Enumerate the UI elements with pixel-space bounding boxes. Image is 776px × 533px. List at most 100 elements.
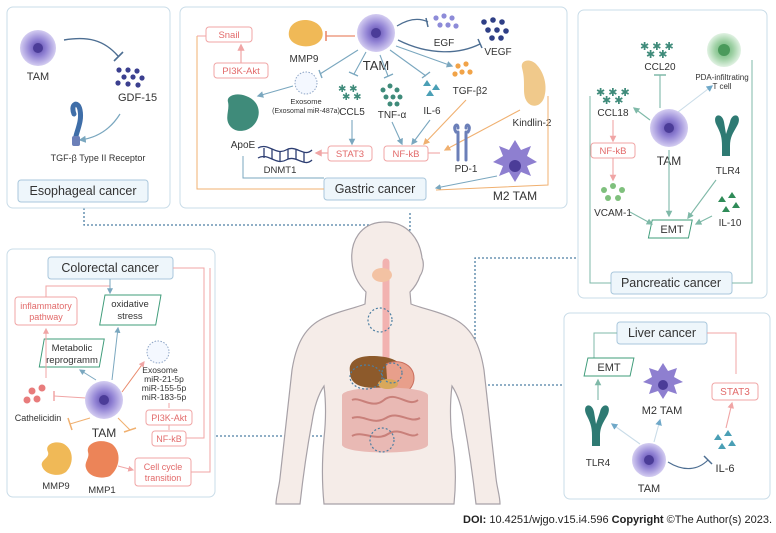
panel-colorectal: Colorectal cancer inflammatory pathway o…: [6, 248, 216, 498]
ccl5-label: CCL5: [339, 107, 365, 118]
tlr4-icon: [715, 115, 739, 156]
gdf15-icon: [115, 67, 145, 88]
inhibit-arrow: [63, 37, 119, 57]
il6-icon: [423, 80, 440, 96]
vegf-label: VEGF: [484, 47, 511, 58]
liver-stat3-box: [711, 382, 759, 401]
pancreatic-tlr4-label: TLR4: [716, 166, 741, 177]
esophageal-title: Esophageal cancer: [29, 184, 136, 198]
svg-text:✱ ✱: ✱ ✱: [342, 92, 362, 103]
gastric-exosome-label: Exosome: [290, 97, 321, 106]
mmp9-icon: [288, 19, 323, 47]
copyright-label: Copyright: [611, 514, 664, 526]
exosome-icon: [294, 71, 318, 95]
vegf-icon: [481, 17, 509, 41]
egf-label: EGF: [434, 38, 455, 49]
esophagus-marker: [367, 307, 393, 333]
colon-marker: [369, 427, 395, 453]
mir1-label: miR-21-5p: [144, 374, 184, 384]
ccl5-icon: ✱ ✱ ✱ ✱: [338, 84, 362, 103]
colorectal-nfkb-label: NF-kB: [156, 434, 182, 444]
ccl20-icon: ✱ ✱ ✱ ✱ ✱: [640, 41, 674, 61]
colorectal-mmp9-label: MMP9: [42, 481, 69, 492]
panel-liver: Liver cancer EMT M2 TAM STAT3 TLR4 TAM I…: [563, 312, 771, 500]
copyright-value: ©The Author(s) 2023.: [666, 514, 772, 526]
tgfb2-label: TGF-β2: [453, 86, 488, 97]
liver-emt-label: EMT: [597, 362, 621, 374]
pancreatic-nfkb-label: NF-kB: [600, 146, 627, 157]
liver-tam-label: TAM: [638, 483, 660, 495]
panel-esophageal: TAM GDF-15 TGF-β Type II Receptor Esopha…: [6, 6, 171, 209]
gastric-exosome-sub: (Exosomal miR-487a): [272, 108, 340, 115]
tgfb2-icon: [452, 61, 473, 77]
pancreatic-title: Pancreatic cancer: [621, 276, 721, 290]
colorectal-title: Colorectal cancer: [61, 261, 158, 275]
receptor-label: TGF-β Type II Receptor: [51, 153, 146, 163]
pancreas-organ: [378, 379, 398, 389]
tnf-icon: [380, 83, 403, 107]
cycle2-label: transition: [145, 473, 182, 483]
dnmt1-icon: [257, 145, 313, 164]
liver-emt-box: [583, 357, 635, 377]
pancreatic-emt-box: [647, 219, 693, 239]
ccl18-icon: ✱ ✱ ✱ ✱ ✱: [596, 87, 630, 107]
pi3k-label: PI3K-Akt: [222, 66, 260, 77]
pda2-label: T cell: [713, 82, 732, 91]
gastric-stat3-label: STAT3: [336, 149, 364, 160]
colorectal-nfkb-box: [151, 430, 187, 447]
pda-label: PDA-infiltrating: [695, 73, 748, 82]
kindlin-icon: [521, 60, 546, 106]
mmp1-label: MMP1: [88, 485, 115, 496]
metab2-label: reprogramm: [46, 355, 98, 366]
liver-tlr4-label: TLR4: [586, 458, 611, 469]
gastric-mmp9-label: MMP9: [290, 54, 319, 65]
esoph-tam-label: TAM: [27, 71, 49, 83]
colorectal-exosome-label: Exosome: [142, 365, 178, 375]
ccl20-label: CCL20: [644, 62, 676, 73]
gastric-tam-label: TAM: [363, 58, 389, 73]
esophageal-title-box: [17, 179, 149, 203]
il10-icon: [718, 192, 740, 212]
mir2-label: miR-155-5p: [142, 383, 187, 393]
throat-organ: [372, 268, 392, 282]
vcam-label: VCAM-1: [594, 208, 632, 219]
gastric-m2tam-label: M2 TAM: [493, 189, 537, 203]
svg-text:✱ ✱: ✱ ✱: [338, 84, 358, 95]
kindlin-label: Kindlin-2: [513, 118, 552, 129]
receptor-icon: [70, 101, 83, 146]
panel-gastric: TAM Snail PI3K-Akt MMP9 Exosome (Exosoma…: [179, 6, 568, 209]
colorectal-mmp9-icon: [41, 442, 72, 475]
metabolic-box: [38, 338, 105, 368]
il10-label: IL-10: [719, 218, 742, 229]
apoe-icon: [227, 94, 259, 131]
snail-label: Snail: [218, 30, 239, 41]
intestine-organ: [342, 387, 428, 453]
doi-value[interactable]: 10.4251/wjgo.v15.i4.596: [489, 514, 609, 526]
doi-footer: DOI: 10.4251/wjgo.v15.i4.596 Copyright ©…: [420, 514, 772, 526]
tnf-label: TNF-α: [378, 110, 407, 121]
panel-pancreatic: ✱ ✱ ✱ ✱ ✱ CCL20 PDA-infiltrating T cell …: [577, 9, 768, 299]
liver-title: Liver cancer: [628, 326, 696, 340]
svg-text:✱ ✱ ✱: ✱ ✱ ✱: [640, 41, 674, 53]
inflam2-label: pathway: [29, 312, 63, 322]
inflam1-label: inflammatory: [20, 301, 72, 311]
colorectal-pi3k-label: PI3K-Akt: [151, 413, 187, 423]
pancreatic-emt-label: EMT: [660, 224, 684, 236]
gdf15-label: GDF-15: [118, 92, 157, 104]
svg-text:✱ ✱: ✱ ✱: [646, 49, 668, 61]
liver-marker: [349, 364, 383, 390]
colorectal-tam-label: TAM: [92, 426, 116, 440]
liver-il6-label: IL-6: [716, 463, 735, 475]
svg-text:✱ ✱: ✱ ✱: [602, 95, 624, 107]
metab1-label: Metabolic: [52, 343, 93, 354]
mir3-label: miR-183-5p: [142, 392, 187, 402]
pd1-icon: [453, 123, 471, 162]
oxid1-label: oxidative: [111, 299, 149, 310]
liver-stat3-label: STAT3: [720, 387, 750, 398]
liver-m2tam-label: M2 TAM: [642, 405, 683, 417]
il6-label: IL-6: [423, 106, 441, 117]
cathelicidin-label: Cathelicidin: [15, 413, 62, 423]
human-body: [275, 221, 501, 505]
